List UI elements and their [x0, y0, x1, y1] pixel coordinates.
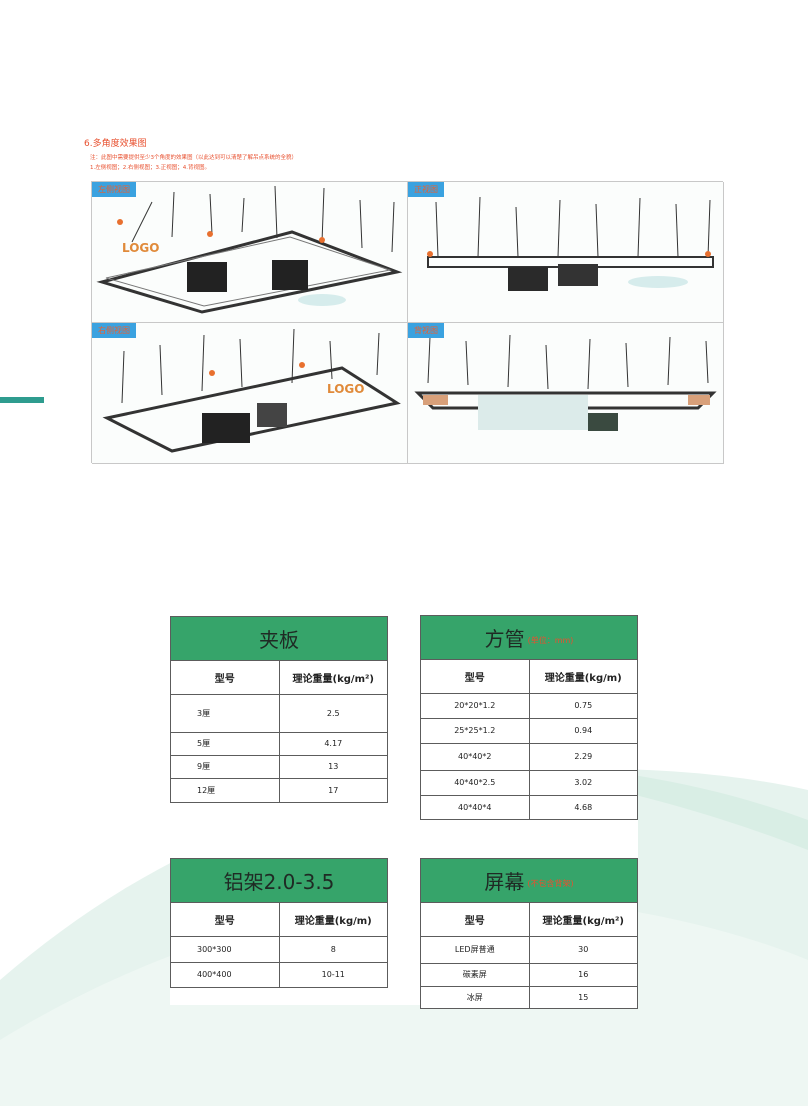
col-model: 型号	[171, 661, 280, 695]
section-note-2: 1.左侧视图；2.右侧视图；3.正视图；4.背视图。	[90, 165, 210, 171]
view-label: 正视图	[408, 182, 444, 197]
col-weight: 理论重量(kg/m)	[529, 660, 637, 694]
cell-weight: 30	[529, 936, 637, 964]
plywood-table-title: 夹板	[259, 628, 299, 652]
cell-model: 40*40*2	[421, 743, 530, 771]
cell-weight: 4.68	[574, 802, 593, 812]
view-label: 背视图	[408, 323, 444, 338]
section-title: 6.多角度效果图	[84, 139, 147, 149]
multi-angle-views: LOGO 左侧视图 正视图	[91, 181, 724, 464]
svg-text:LOGO: LOGO	[327, 382, 364, 396]
truss-render-front	[427, 196, 714, 291]
cell-model: 9厘	[171, 755, 280, 779]
cell-weight: 17	[328, 785, 339, 795]
view-left-side: LOGO 左侧视图	[92, 182, 408, 323]
truss-table-header: 铝架2.0-3.5	[171, 859, 387, 903]
cell-model: 5厘	[171, 732, 280, 756]
tube-table-title: 方管	[484, 627, 525, 651]
col-weight: 理论重量(kg/m)	[279, 903, 387, 937]
cell-model: 3厘	[171, 694, 280, 733]
plywood-table-header: 夹板	[171, 617, 387, 661]
col-weight: 理论重量(kg/m²)	[279, 661, 387, 695]
section-note-1: 注：此图中需要提供至少3个角度的效果图（以此达到可以清楚了解吊点系统的全貌）	[90, 155, 298, 161]
screen-table-header: 屏幕 (不包含背架)	[421, 859, 637, 903]
col-model: 型号	[171, 903, 280, 937]
truss-render-right: LOGO	[102, 328, 401, 453]
screen-table-note: (不包含背架)	[527, 879, 574, 888]
cell-model: 12厘	[171, 778, 280, 802]
tube-table-unit: (单位：mm)	[527, 636, 574, 645]
cell-model: 40*40*4	[421, 795, 530, 819]
cell-weight: 0.75	[529, 693, 637, 719]
cell-model: 25*25*1.2	[421, 718, 530, 744]
cell-model: 300*300	[171, 936, 280, 963]
cell-model: 碳素屏	[421, 963, 530, 987]
cell-weight: 10-11	[321, 970, 345, 980]
section-header: 6.多角度效果图 注：此图中需要提供至少3个角度的效果图（以此达到可以清楚了解吊…	[84, 136, 724, 173]
cell-weight: 3.02	[529, 770, 637, 796]
screen-table-title: 屏幕	[484, 870, 525, 894]
view-front: 正视图	[408, 182, 724, 323]
col-model: 型号	[421, 660, 530, 694]
truss-render-back	[414, 334, 717, 431]
svg-text:LOGO: LOGO	[122, 241, 159, 255]
cell-weight: 4.17	[279, 732, 387, 756]
cell-weight: 15	[578, 992, 589, 1002]
cell-weight: 16	[529, 963, 637, 987]
truss-render-left: LOGO	[96, 185, 403, 314]
cell-model: LED屏普通	[421, 936, 530, 964]
view-label: 左侧视图	[92, 182, 136, 197]
cell-weight: 8	[279, 936, 387, 963]
tube-table-header: 方管 (单位：mm)	[421, 616, 637, 660]
truss-table-title: 铝架2.0-3.5	[223, 870, 335, 894]
cell-model: 40*40*2.5	[421, 770, 530, 796]
view-right-side: LOGO 右侧视图	[92, 323, 408, 464]
cell-weight: 2.29	[529, 743, 637, 771]
cell-model: 20*20*1.2	[421, 693, 530, 719]
cell-weight: 2.5	[279, 694, 387, 733]
view-back: 背视图	[408, 323, 724, 464]
cell-weight: 13	[279, 755, 387, 779]
cell-model: 400*400	[171, 962, 280, 987]
cell-weight: 0.94	[529, 718, 637, 744]
col-weight: 理论重量(kg/m²)	[529, 903, 637, 937]
view-label: 右侧视图	[92, 323, 136, 338]
side-accent-bar	[0, 397, 44, 403]
cell-model: 冰屏	[421, 986, 530, 1008]
col-model: 型号	[421, 903, 530, 937]
